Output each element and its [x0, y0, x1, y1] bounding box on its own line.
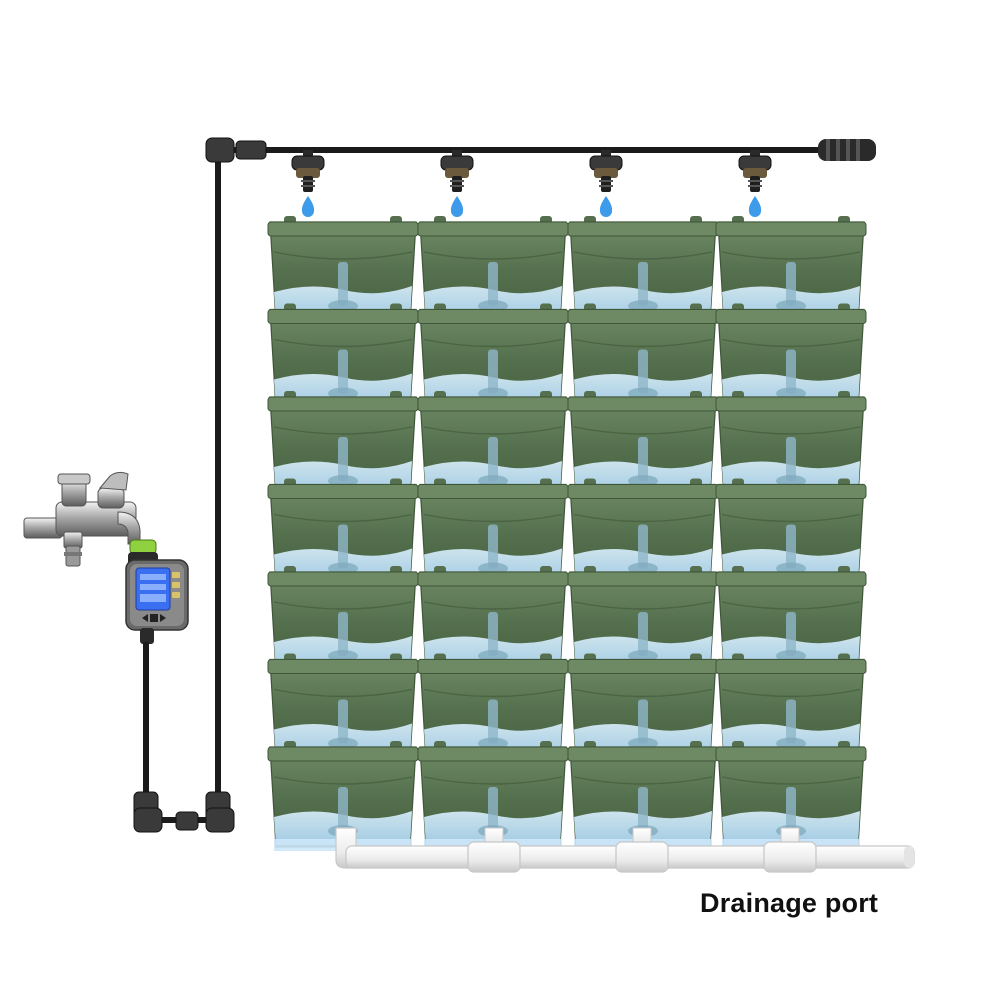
- drain-stem: [488, 699, 498, 744]
- pot-rim: [417, 746, 569, 762]
- planter-grid: [267, 216, 867, 851]
- drain-stem: [786, 787, 796, 831]
- water-drop-icon: [599, 196, 613, 217]
- drain-stem: [488, 349, 498, 394]
- drain-stem: [488, 612, 498, 656]
- pot-rim: [715, 484, 867, 499]
- planter-pot: [567, 303, 719, 411]
- drain-stem: [638, 349, 648, 394]
- dripper-icon: [738, 150, 772, 217]
- drain-tee-icon: [615, 827, 669, 873]
- pot-rim: [267, 659, 419, 674]
- planter-pot: [267, 478, 419, 586]
- pot-rim: [567, 571, 719, 587]
- pot-rim: [267, 221, 419, 237]
- planter-pot: [567, 216, 719, 323]
- pot-rim: [567, 746, 719, 762]
- planter-pot: [417, 391, 569, 498]
- planter-pot: [567, 741, 719, 848]
- drain-stem: [338, 524, 348, 569]
- drain-stem: [638, 262, 648, 306]
- pot-rim: [567, 396, 719, 412]
- elbow-connector: [205, 807, 235, 833]
- drain-stem: [338, 612, 348, 656]
- pot-rim: [715, 746, 867, 762]
- planter-pot: [417, 566, 569, 673]
- drain-stem: [338, 699, 348, 744]
- drain-stem: [488, 437, 498, 481]
- elbow-connector: [133, 807, 163, 833]
- drain-stem: [488, 787, 498, 831]
- drain-stem: [338, 437, 348, 481]
- end-plug: [818, 139, 876, 161]
- drain-pipe-end: [904, 846, 914, 868]
- drain-stem: [638, 787, 648, 831]
- pot-rim: [267, 484, 419, 499]
- drainage-port-label: Drainage port: [700, 888, 879, 918]
- planter-pot: [715, 478, 867, 586]
- water-drop-icon: [450, 196, 464, 217]
- water-drop-icon: [301, 196, 315, 217]
- dripper-icon: [440, 150, 474, 217]
- pot-rim: [267, 396, 419, 412]
- dripper-icon: [291, 150, 325, 217]
- planter-pot: [567, 478, 719, 586]
- drain-stem: [786, 612, 796, 656]
- inline-connector: [175, 811, 199, 831]
- drain-tee-icon: [467, 827, 521, 873]
- water-drop-icon: [748, 196, 762, 217]
- drain-stem: [338, 262, 348, 306]
- pot-rim: [715, 659, 867, 674]
- drain-stem: [786, 349, 796, 394]
- pot-rim: [715, 396, 867, 412]
- drain-stem: [338, 787, 348, 831]
- inline-connector: [235, 140, 267, 160]
- pot-rim: [715, 221, 867, 237]
- pot-rim: [567, 221, 719, 237]
- dripper-icon: [589, 150, 623, 217]
- drain-stem: [338, 349, 348, 394]
- pot-rim: [417, 396, 569, 412]
- pot-rim: [267, 746, 419, 762]
- drain-stem: [638, 612, 648, 656]
- dripper-row: [291, 150, 772, 217]
- elbow-connector: [205, 137, 235, 163]
- drainage-pipe: [335, 827, 915, 873]
- drain-stem: [488, 262, 498, 306]
- drain-stem: [488, 524, 498, 569]
- planter-pot: [715, 391, 867, 498]
- pot-rim: [417, 309, 569, 324]
- pot-rim: [417, 221, 569, 237]
- pot-rim: [715, 571, 867, 587]
- pot-rim: [567, 309, 719, 324]
- drain-stem: [638, 437, 648, 481]
- drain-stem: [786, 437, 796, 481]
- pot-rim: [267, 571, 419, 587]
- pot-rim: [567, 659, 719, 674]
- pot-rim: [267, 309, 419, 324]
- faucet-icon: [23, 471, 141, 567]
- drain-stem: [786, 262, 796, 306]
- drain-stem: [786, 699, 796, 744]
- drain-stem: [786, 524, 796, 569]
- pot-rim: [715, 309, 867, 324]
- pot-rim: [417, 571, 569, 587]
- pot-rim: [417, 484, 569, 499]
- planter-pot: [267, 653, 419, 761]
- planter-pot: [715, 741, 867, 848]
- tube-connectors: [133, 137, 267, 833]
- water-timer-icon: [125, 539, 189, 644]
- pot-rim: [417, 659, 569, 674]
- drain-stem: [638, 524, 648, 569]
- drain-tee-icon: [763, 827, 817, 873]
- pot-rim: [567, 484, 719, 499]
- drain-stem: [638, 699, 648, 744]
